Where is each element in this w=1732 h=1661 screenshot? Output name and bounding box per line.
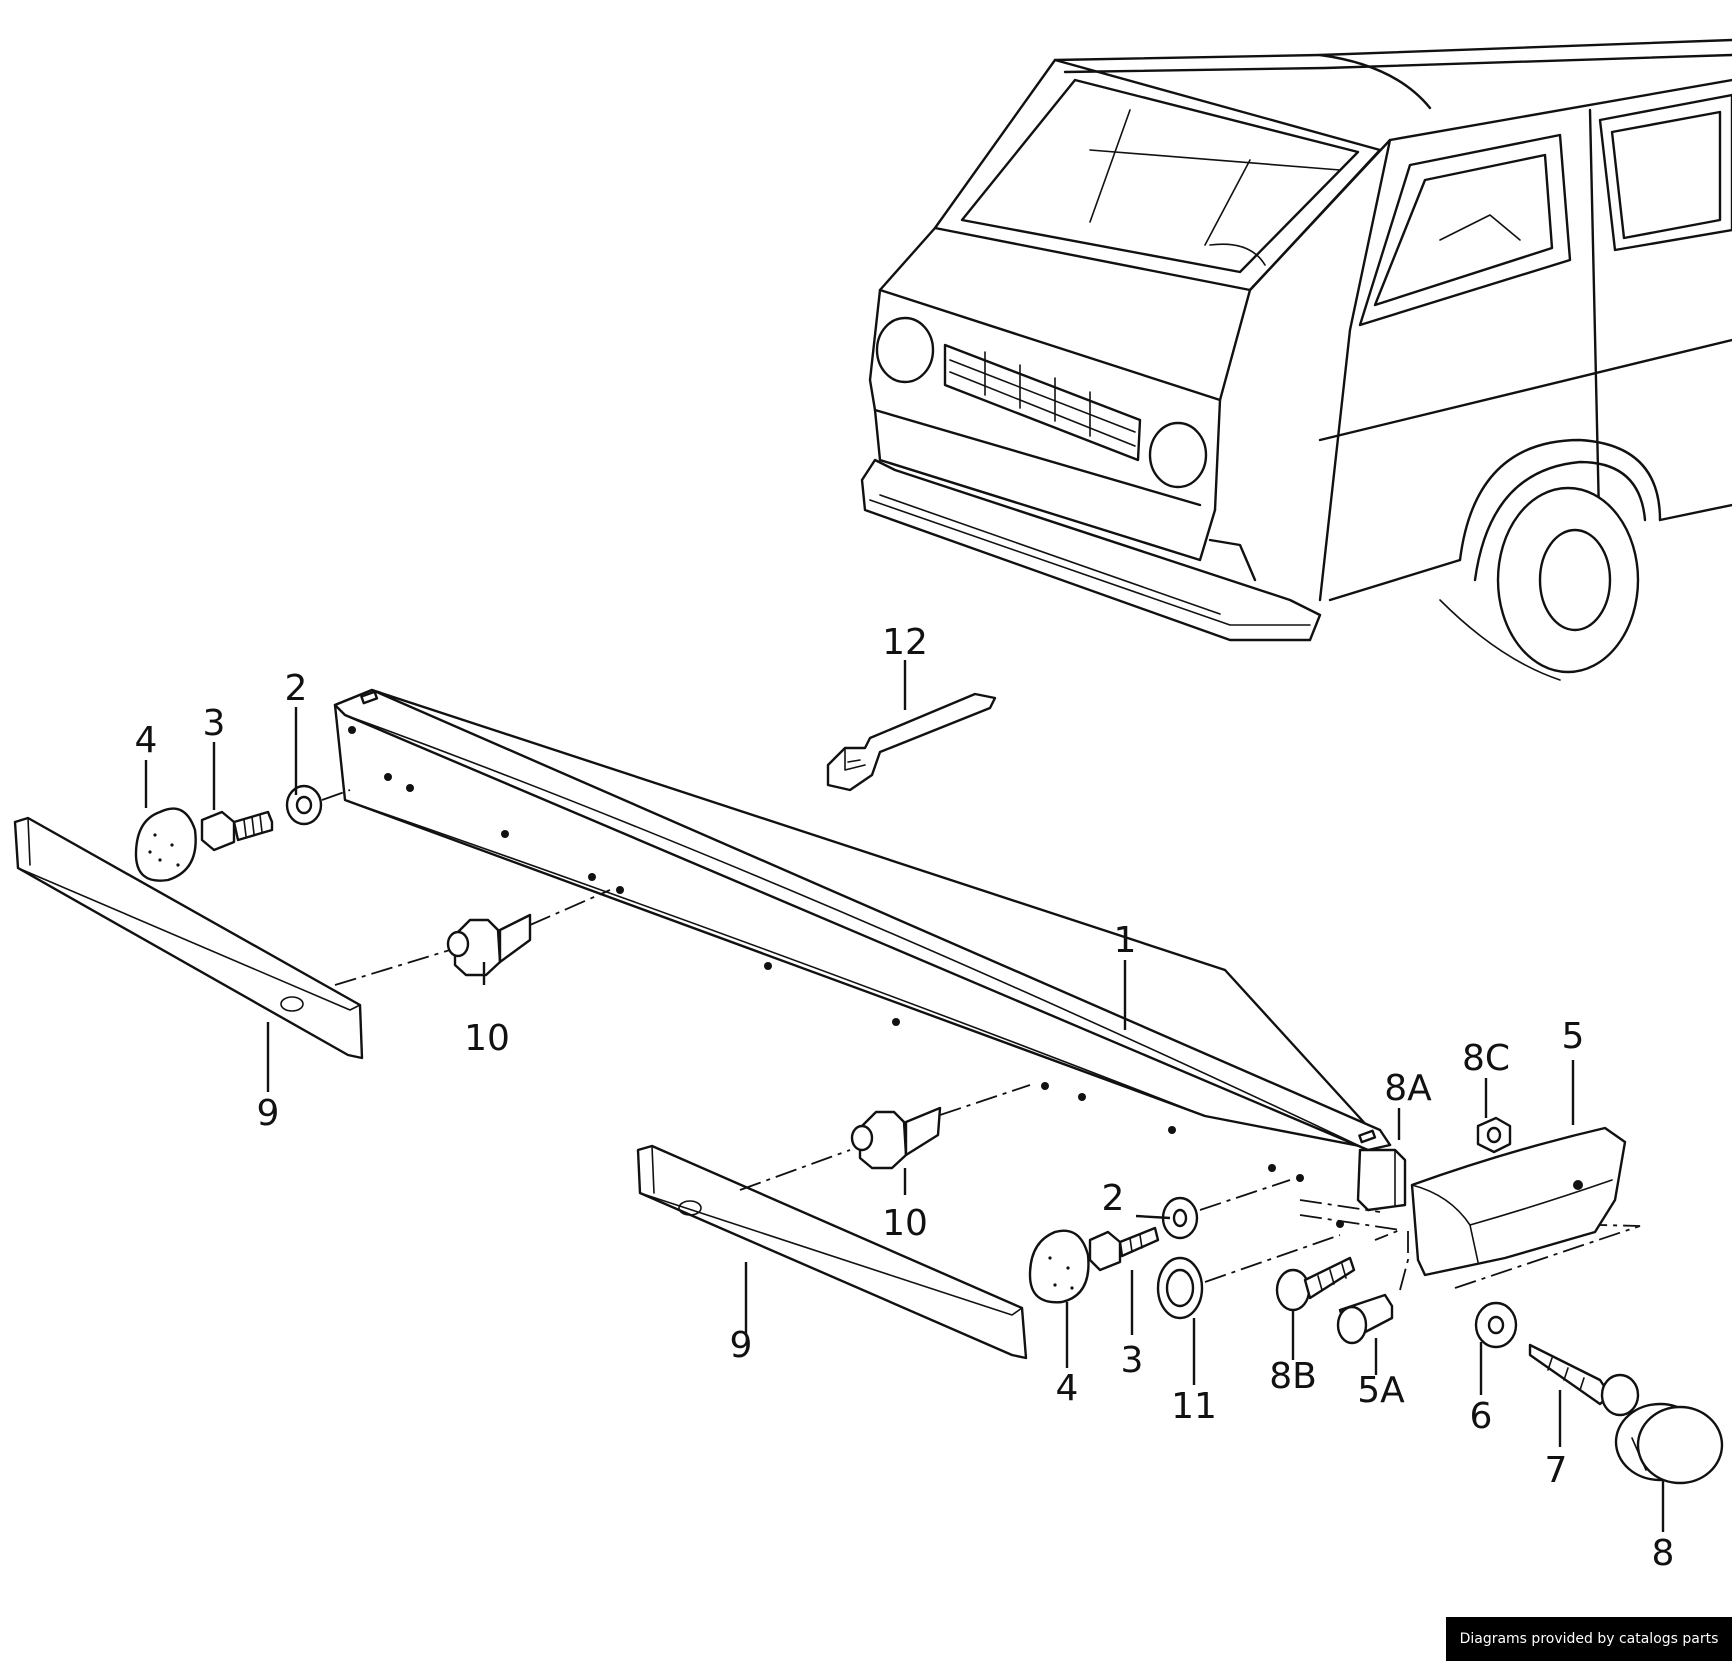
part-9-moulding-right xyxy=(636,1144,1028,1360)
van-illustration xyxy=(860,38,1732,681)
part-10-clip-left xyxy=(446,889,611,977)
callout-4-bottom: 4 xyxy=(1056,1368,1079,1409)
callout-11: 11 xyxy=(1171,1386,1217,1427)
callout-labels: 1 2 3 4 12 10 9 10 9 2 4 3 11 8B 5A 6 7 … xyxy=(135,622,1675,1574)
part-9-moulding-left xyxy=(13,816,451,1060)
callout-8a: 8A xyxy=(1384,1068,1432,1109)
part-10-clip-right xyxy=(850,1084,1031,1170)
callout-12: 12 xyxy=(882,622,928,663)
callout-8c: 8C xyxy=(1462,1038,1510,1079)
callout-10-right: 10 xyxy=(882,1203,928,1244)
callout-3-bottom: 3 xyxy=(1121,1340,1144,1381)
part-1-bumper-bar xyxy=(333,688,1392,1228)
callout-1: 1 xyxy=(1114,920,1137,961)
part-12-bracket xyxy=(826,692,997,792)
callout-5a: 5A xyxy=(1357,1370,1405,1411)
part-5-end-cap xyxy=(1356,1126,1627,1277)
callout-6: 6 xyxy=(1470,1396,1493,1437)
callout-8: 8 xyxy=(1652,1533,1675,1574)
callout-8b: 8B xyxy=(1269,1356,1317,1397)
callout-10-left: 10 xyxy=(464,1018,510,1059)
callout-7: 7 xyxy=(1545,1450,1568,1491)
leader-lines xyxy=(144,660,1665,1532)
callout-3-top: 3 xyxy=(203,703,226,744)
callout-9-right: 9 xyxy=(730,1325,753,1366)
callout-4-top: 4 xyxy=(135,720,158,761)
credit-banner: Diagrams provided by catalogs parts xyxy=(1446,1617,1732,1661)
left-fasteners xyxy=(134,784,351,882)
right-fasteners xyxy=(1028,1116,1724,1485)
callout-2-top: 2 xyxy=(285,668,308,709)
callout-9-left: 9 xyxy=(257,1093,280,1134)
callout-5: 5 xyxy=(1562,1016,1585,1057)
callout-2-bottom: 2 xyxy=(1102,1178,1125,1219)
